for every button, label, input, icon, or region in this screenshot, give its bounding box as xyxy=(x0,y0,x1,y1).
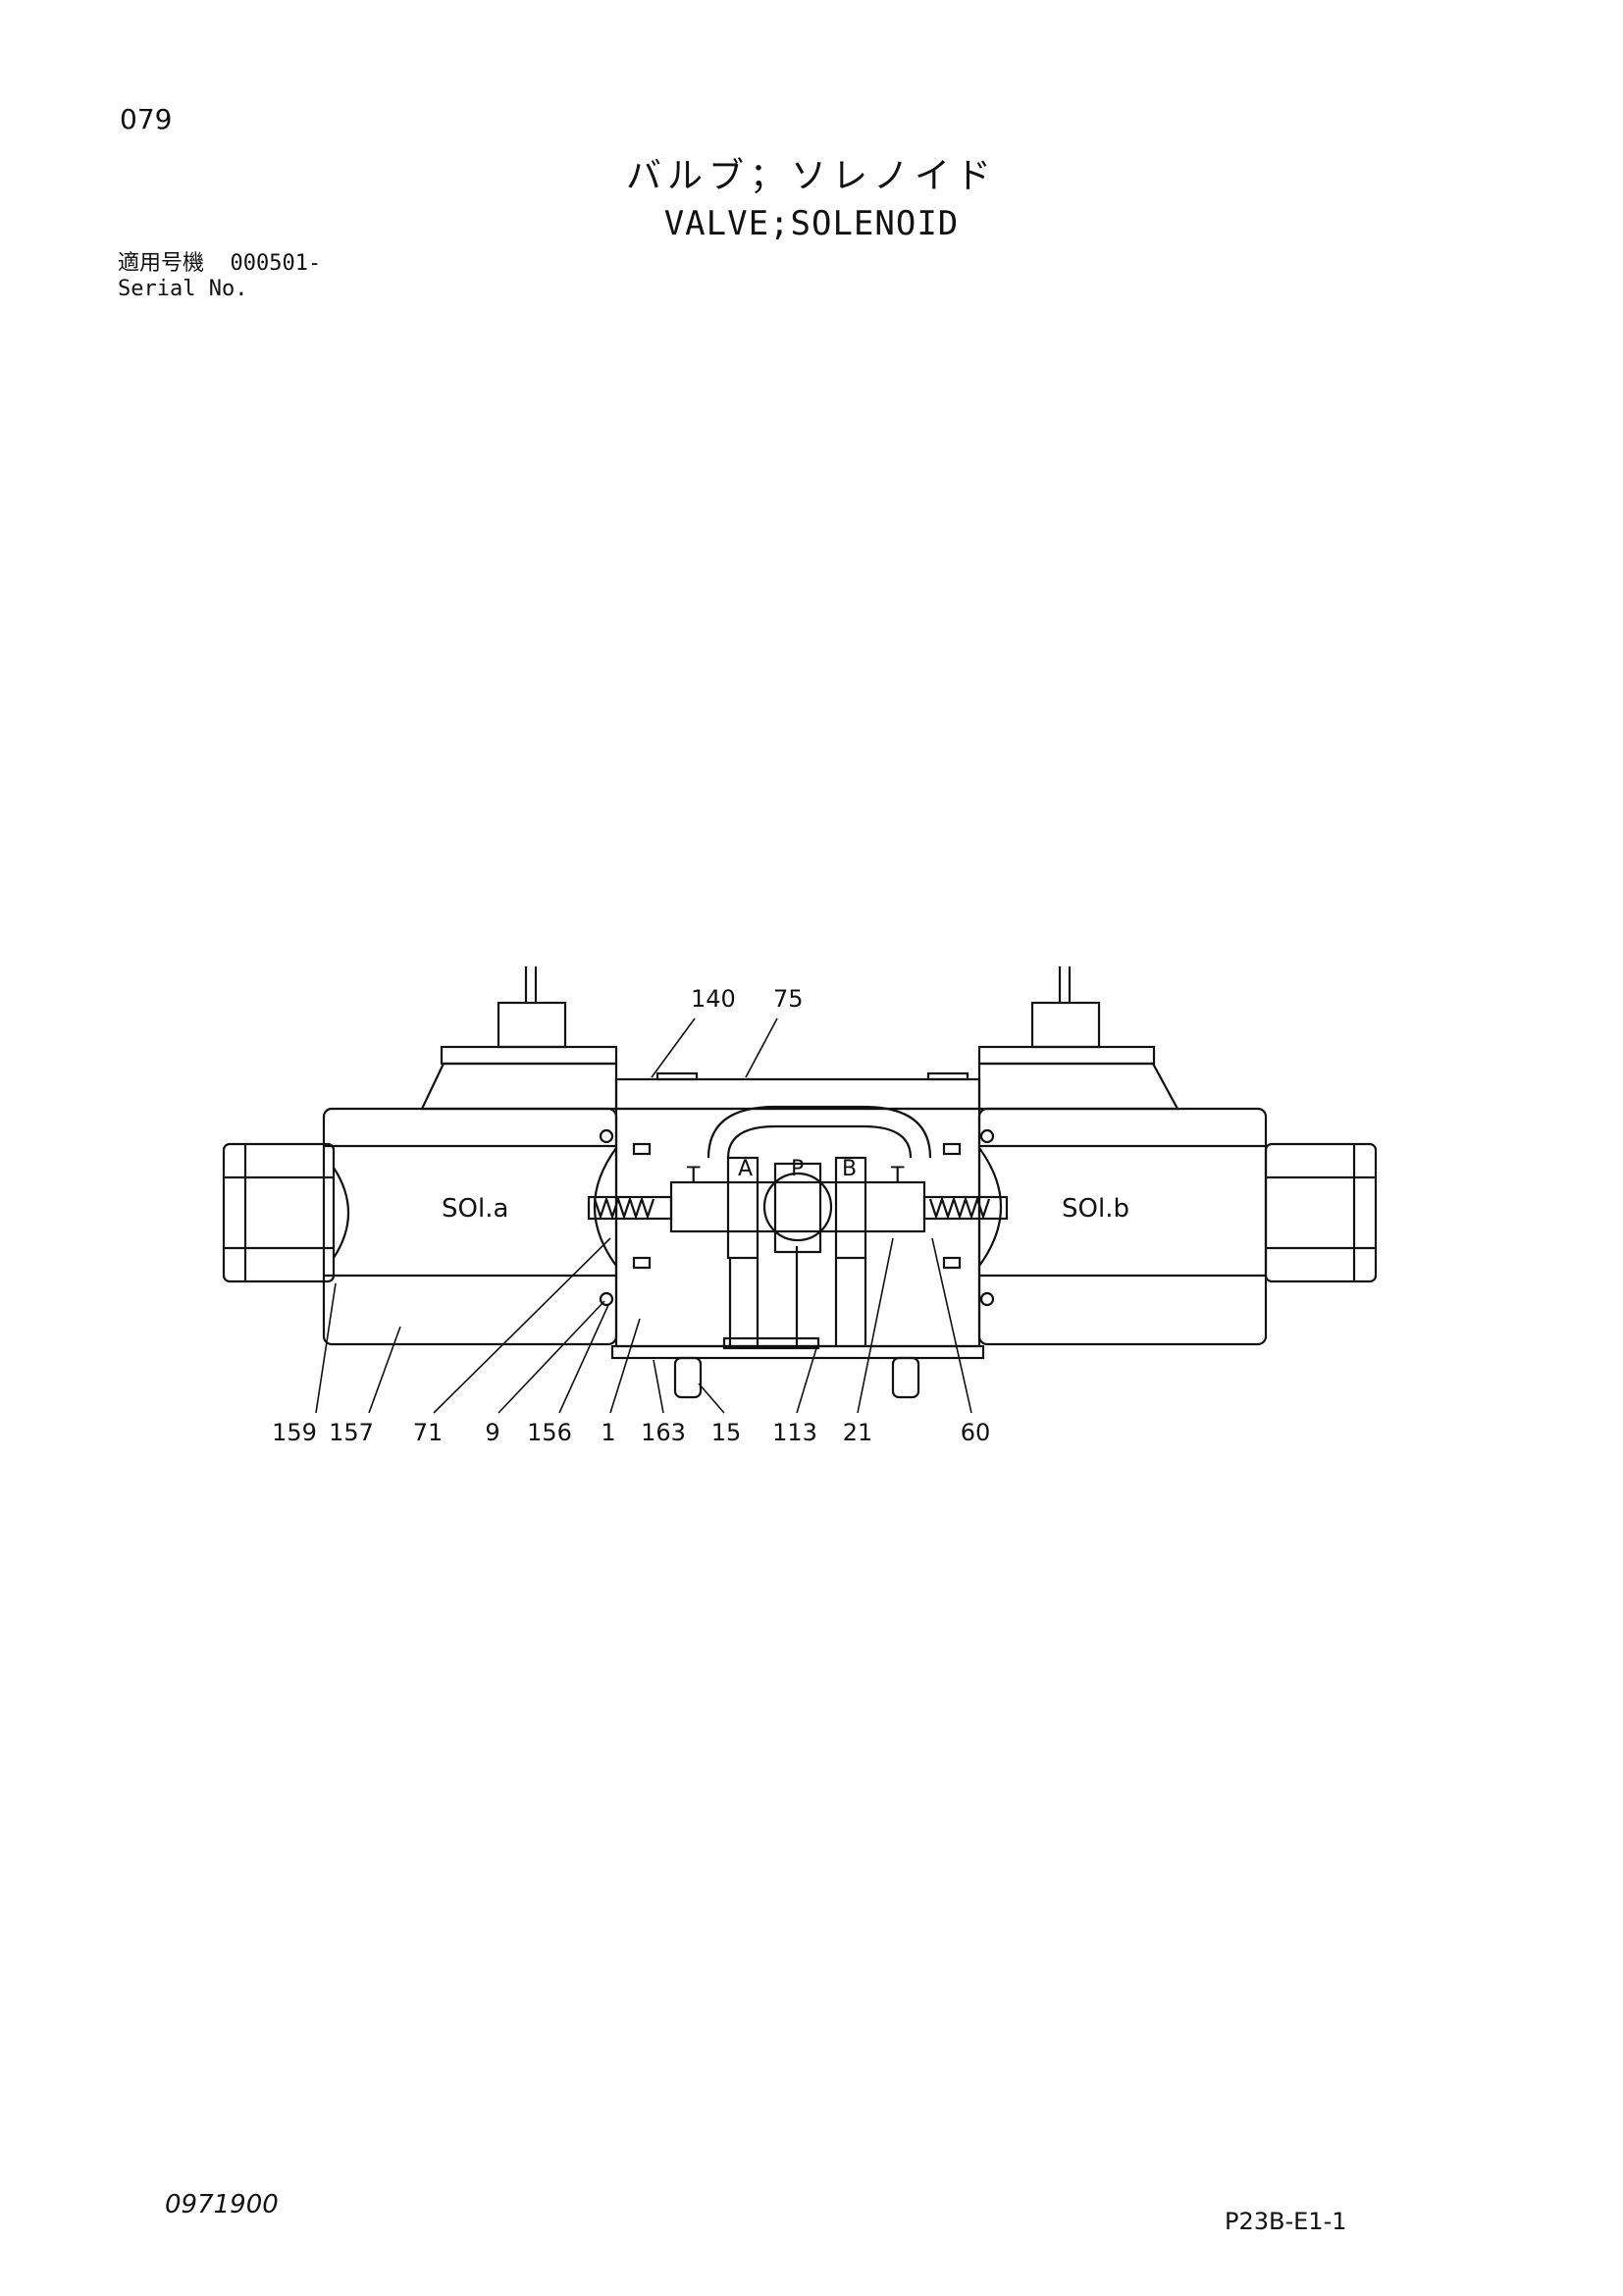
port-label-a: A xyxy=(738,1157,753,1181)
page-title-japanese: バルブ；ソレノイド xyxy=(625,156,997,196)
solenoid-bodies xyxy=(322,1107,1268,1346)
spring-assemblies xyxy=(587,1128,1009,1307)
callout-156: 156 xyxy=(527,1419,572,1446)
solenoid-label-a: SOl.a xyxy=(442,1194,508,1224)
port-label-p: P xyxy=(791,1157,804,1181)
callout-15: 15 xyxy=(711,1419,742,1446)
port-label-b: B xyxy=(842,1157,857,1181)
callout-157: 157 xyxy=(329,1419,374,1446)
valve-body xyxy=(610,1071,985,1399)
callout-163: 163 xyxy=(641,1419,686,1446)
callout-21: 21 xyxy=(843,1419,873,1446)
port-label-t-right: T xyxy=(890,1164,905,1188)
callout-75: 75 xyxy=(773,985,804,1013)
serial-row: 適用号機 000501- xyxy=(118,251,321,277)
callout-140: 140 xyxy=(691,985,736,1013)
terminal-boxes xyxy=(420,1045,1179,1111)
callout-9: 9 xyxy=(485,1419,499,1446)
bottom-callouts: 159 157 71 9 156 1 163 15 113 21 60 xyxy=(272,1419,990,1446)
callout-71: 71 xyxy=(413,1419,444,1446)
callout-159: 159 xyxy=(272,1419,317,1446)
spool-section xyxy=(669,1105,932,1346)
serial-block: 適用号機 000501- Serial No. xyxy=(118,251,321,302)
override-knobs xyxy=(222,1142,1378,1283)
callout-1: 1 xyxy=(601,1419,615,1446)
serial-label-english: Serial No. xyxy=(118,277,248,301)
port-label-t-left: T xyxy=(686,1164,701,1188)
serial-label-japanese: 適用号機 xyxy=(118,251,205,276)
cables xyxy=(524,966,1072,1003)
solenoid-label-b: SOl.b xyxy=(1062,1194,1129,1224)
callout-60: 60 xyxy=(961,1419,991,1446)
page-code: P23B-E1-1 xyxy=(1225,2208,1347,2235)
callout-113: 113 xyxy=(772,1419,817,1446)
document-number: 0971900 xyxy=(165,2190,279,2219)
serial-value: 000501- xyxy=(230,251,322,276)
page-number: 079 xyxy=(120,103,173,135)
leader-lines xyxy=(315,1018,972,1414)
page-title-english: VALVE;SOLENOID xyxy=(663,204,960,243)
